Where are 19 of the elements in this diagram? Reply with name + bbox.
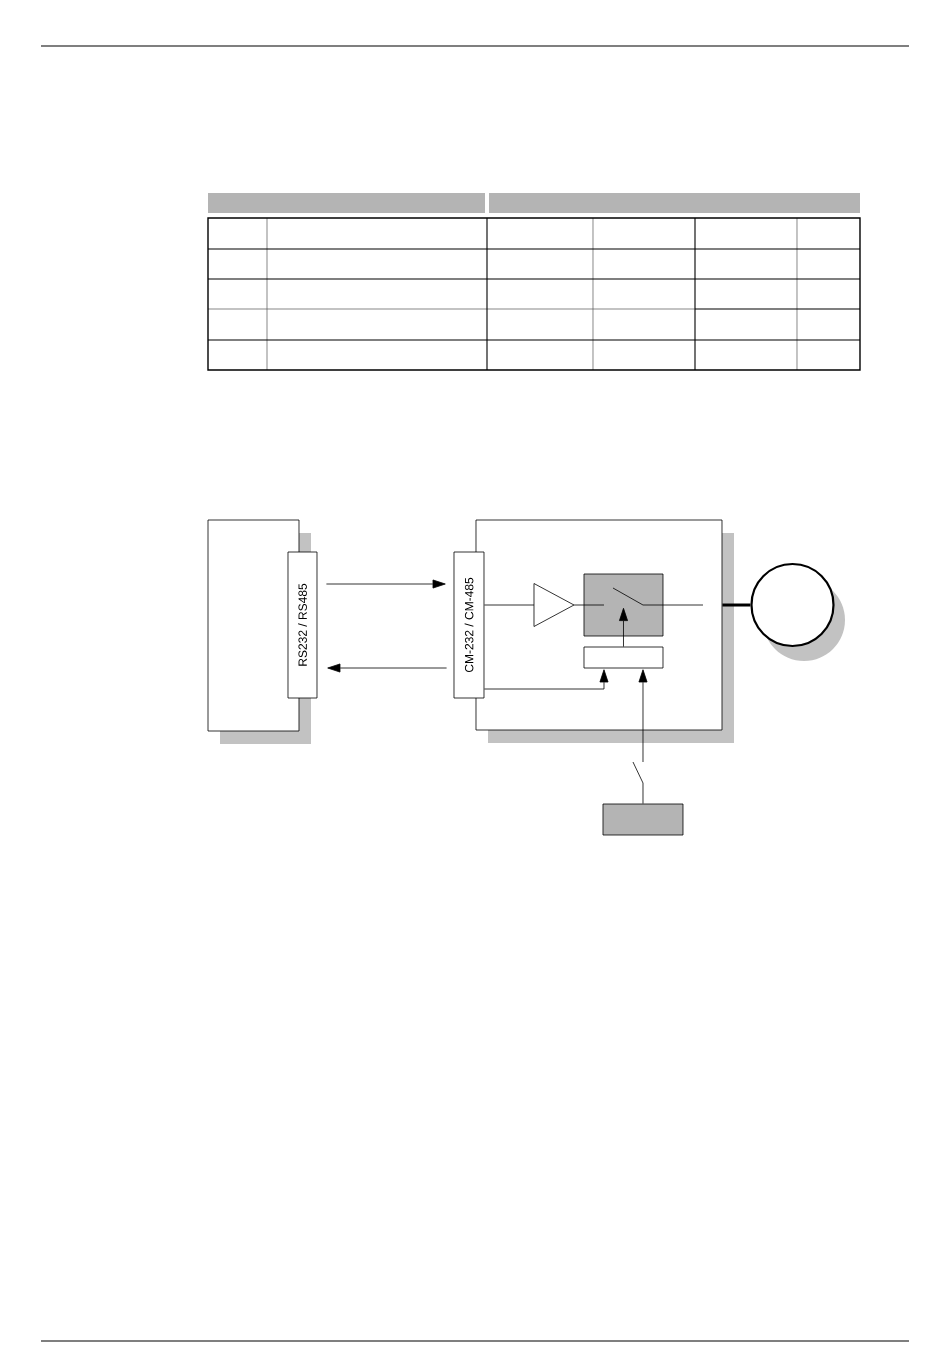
connector-line: [722, 603, 751, 607]
arrow: [326, 579, 446, 589]
connector-box: CM-232 / CM-485: [453, 551, 485, 699]
arrow: [619, 607, 628, 647]
connector-box: RS232 / RS485: [287, 551, 318, 699]
switch-symbol: [612, 587, 644, 606]
signal-box: [602, 803, 684, 836]
connector-line: [642, 782, 644, 804]
connector-line: [642, 604, 704, 606]
arrow: [484, 669, 609, 690]
connector-line: [573, 604, 605, 606]
amplifier-triangle: [533, 583, 575, 627]
arrow: [327, 663, 447, 673]
arrow: [638, 669, 648, 763]
switch-box: [583, 573, 664, 637]
switch-symbol: [632, 761, 644, 784]
connector-line: [484, 604, 535, 606]
motor-circle: [750, 562, 835, 648]
control-box: [583, 646, 664, 669]
